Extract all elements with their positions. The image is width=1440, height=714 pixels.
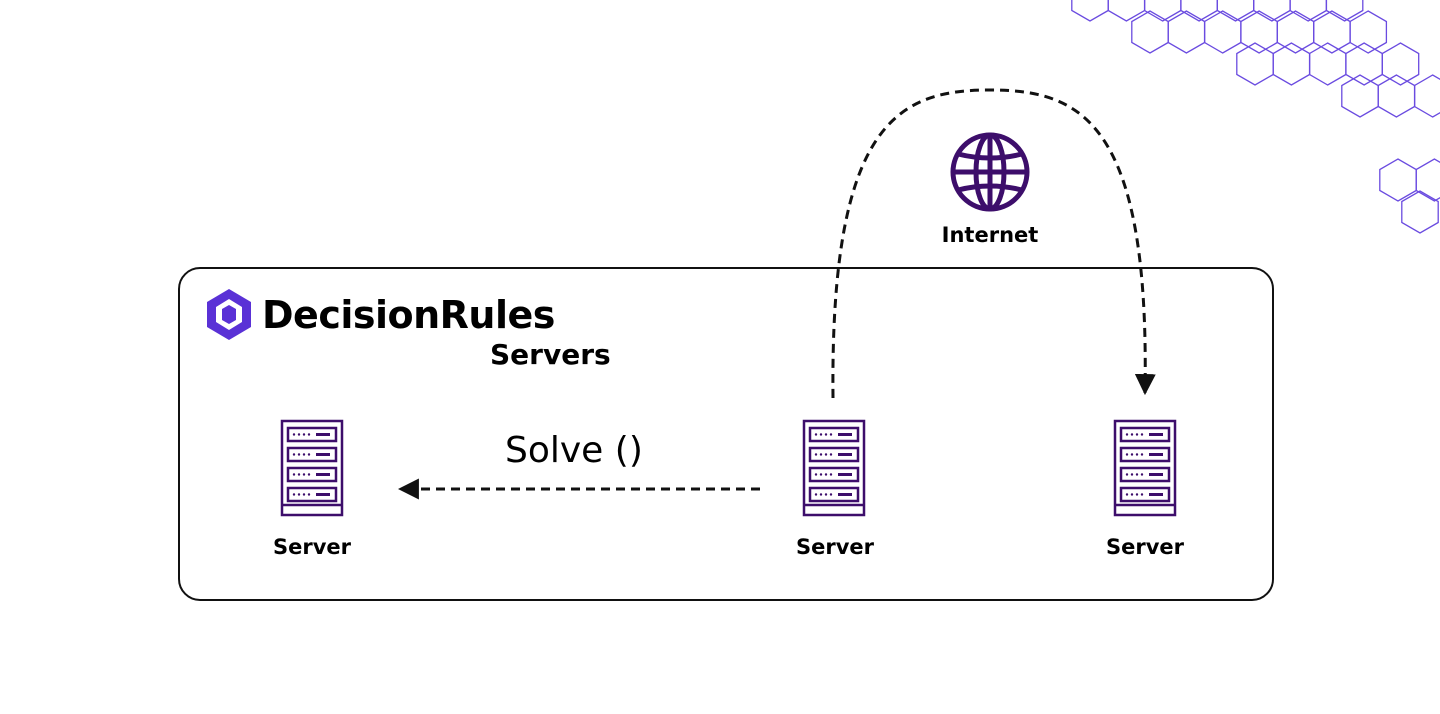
hexagon-pattern-cell: [1071, 0, 1109, 22]
hexagon-pattern-cell: [1415, 158, 1440, 202]
hexagon-pattern-cell: [1167, 10, 1206, 54]
hexagon-pattern-cell: [1349, 10, 1388, 54]
hexagon-pattern-cell: [1289, 0, 1328, 22]
hexagon-pattern-cell: [1325, 0, 1364, 22]
server-label-2: Server: [795, 535, 874, 559]
hexagon-pattern-cell: [1308, 42, 1347, 86]
servers-group-box: [178, 267, 1274, 601]
hexagon-pattern-cell: [1131, 10, 1169, 54]
hexagon-pattern-cell: [1341, 74, 1379, 118]
hexagon-pattern-cell: [1236, 42, 1274, 86]
solve-call-label: Solve (): [505, 430, 643, 471]
hexagon-pattern-cell: [1253, 0, 1291, 22]
hexagon-pattern-cell: [1401, 190, 1439, 234]
hexagon-logo-icon: [207, 289, 251, 340]
internet-label: Internet: [941, 223, 1039, 247]
hexagon-pattern-cell: [1203, 10, 1242, 54]
hexagon-pattern-cell: [1345, 42, 1383, 86]
hexagon-pattern-cell: [1381, 42, 1420, 86]
hexagon-pattern-cell: [1377, 74, 1416, 118]
hexagon-pattern-cell: [1180, 0, 1218, 22]
hexagon-pattern-cell: [1313, 10, 1351, 54]
group-title: Servers: [490, 338, 611, 371]
hexagon-pattern-cell: [1143, 0, 1182, 22]
brand-name: DecisionRules: [262, 293, 555, 337]
globe-icon: [950, 132, 1030, 212]
hexagon-pattern-cell: [1107, 0, 1146, 22]
server-label-3: Server: [1105, 535, 1184, 559]
hexagon-pattern-cell: [1240, 10, 1278, 54]
hexagon-pattern-cell: [1413, 74, 1440, 118]
hexagon-pattern-cell: [1272, 42, 1311, 86]
server-label-1: Server: [272, 535, 351, 559]
hexagon-pattern-decoration: [1071, 0, 1440, 234]
internet-arc-connector: [831, 88, 1156, 399]
hexagon-pattern-cell: [1276, 10, 1315, 54]
hexagon-pattern-cell: [1379, 158, 1417, 202]
hexagon-pattern-cell: [1216, 0, 1255, 22]
